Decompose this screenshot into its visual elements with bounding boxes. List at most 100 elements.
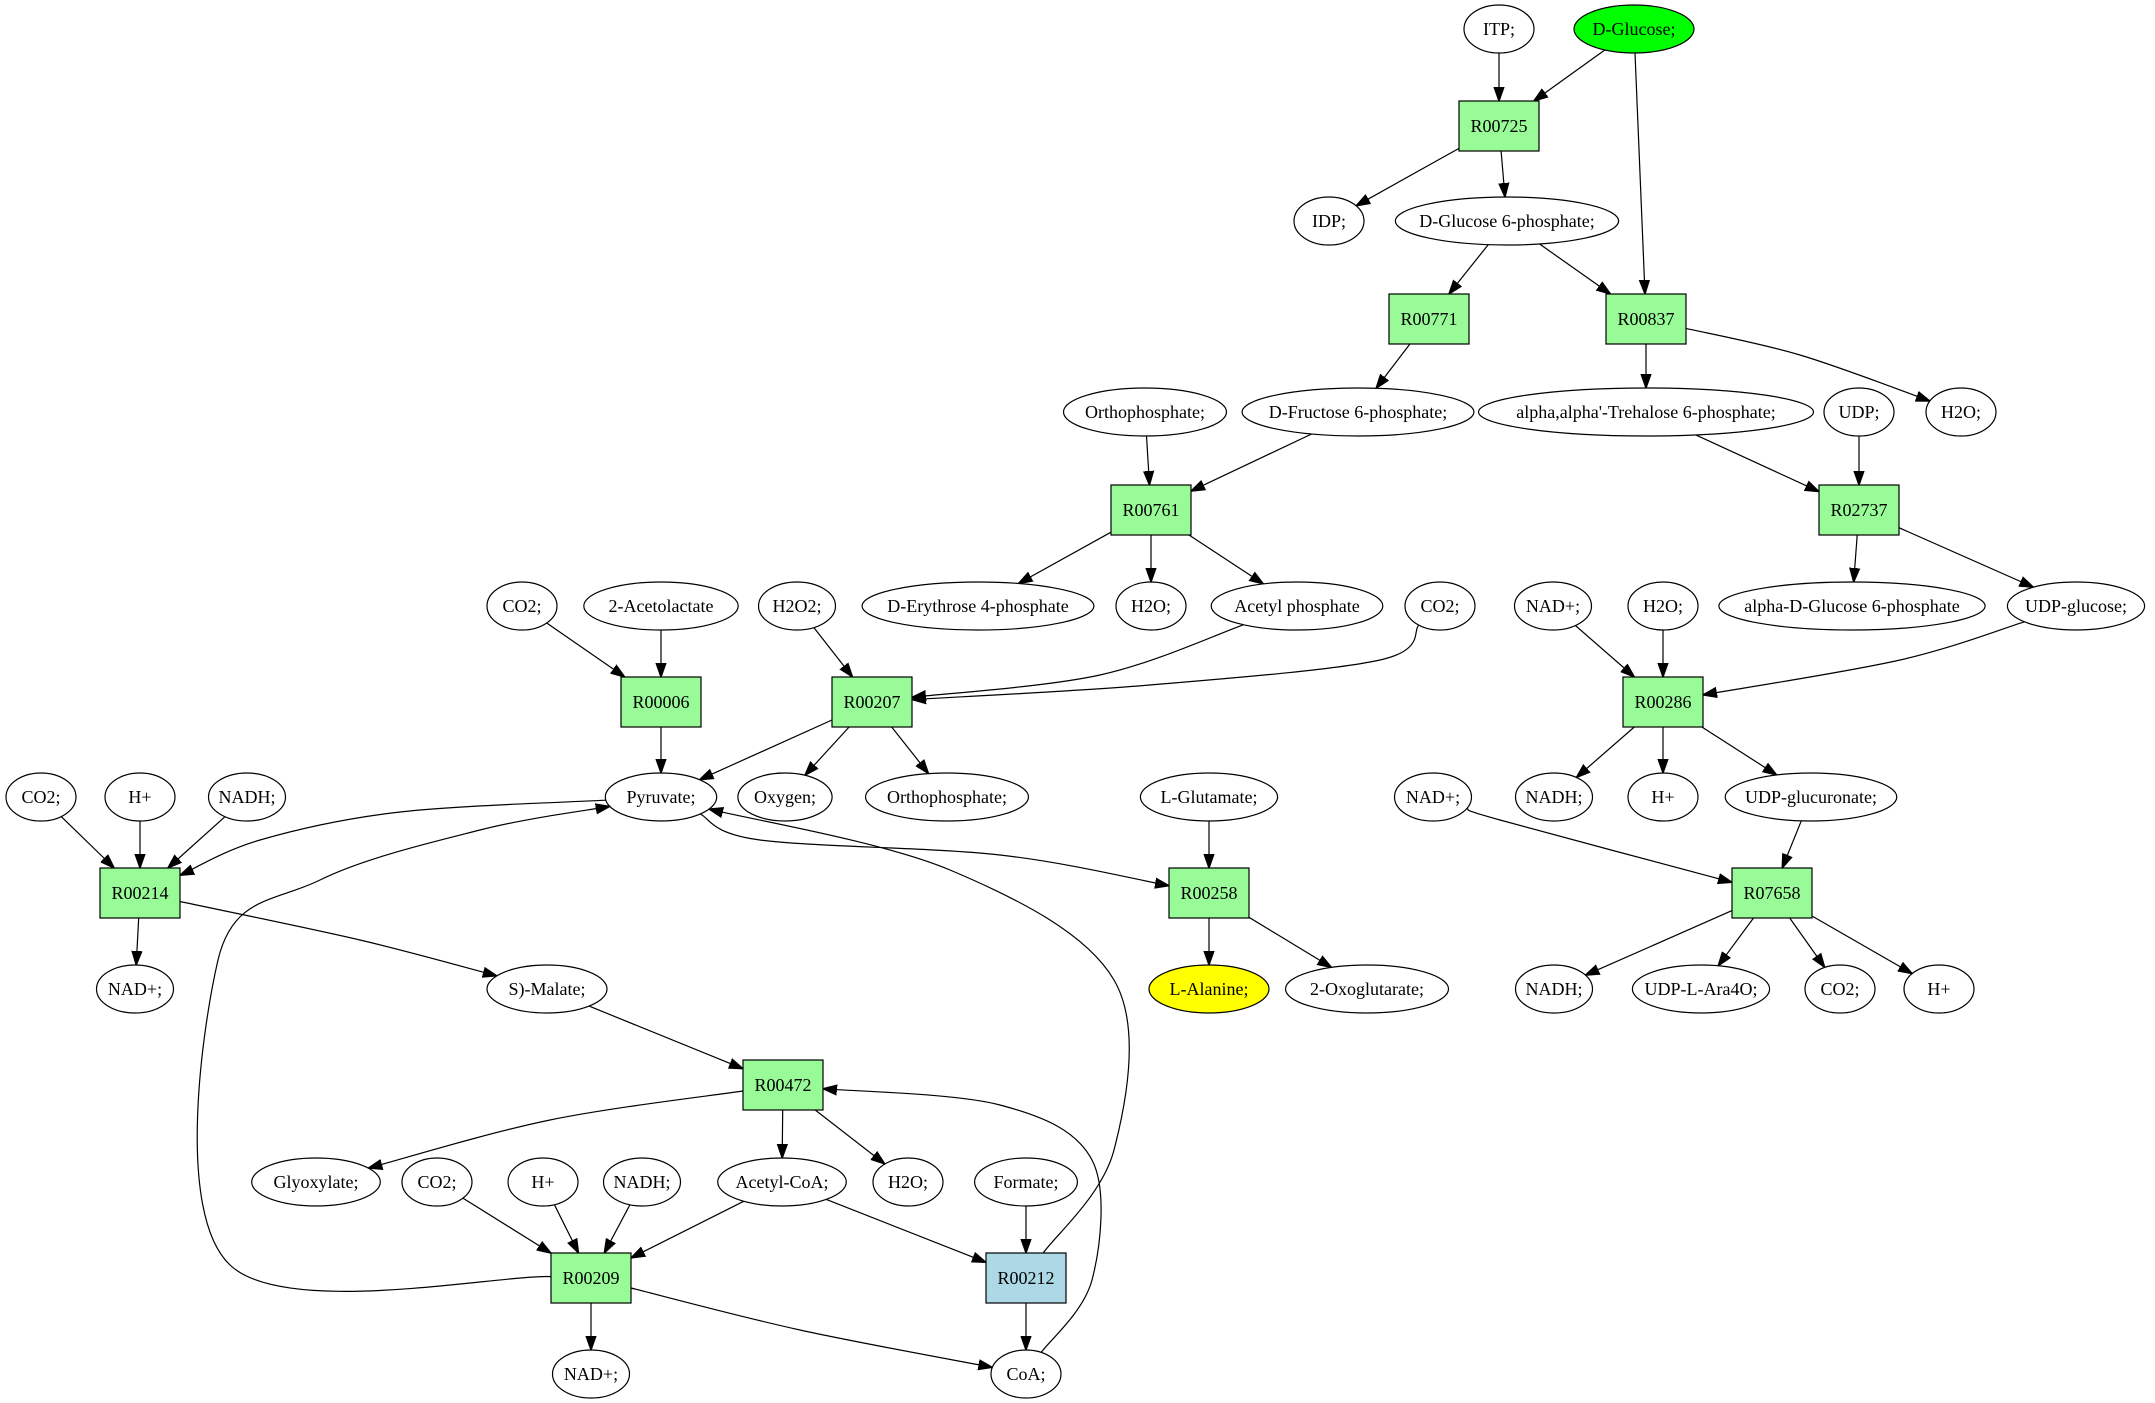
compound-node-idp[interactable]: IDP; [1293,196,1365,246]
compound-node-co2[interactable]: CO2; [1404,581,1476,631]
reaction-node-r00286[interactable]: R00286 [1622,676,1704,728]
compound-node-d-glucose[interactable]: D-Glucose; [1573,4,1695,54]
edge-s-malate-to-r00472 [588,1005,743,1069]
node-label: Orthophosphate; [887,787,1007,807]
compound-node-orthophosphate[interactable]: Orthophosphate; [864,772,1030,822]
edge-r00209-to-pyruvate [196,806,609,1292]
compound-node-co2[interactable]: CO2; [5,772,77,822]
compound-ellipse [1724,772,1898,822]
reaction-node-r00006[interactable]: R00006 [620,676,702,728]
compound-node-h[interactable]: H+ [104,772,176,822]
compound-ellipse [1148,964,1270,1014]
edge-r07658-to-udp-l-ara4o [1718,917,1754,966]
compound-ellipse [95,964,175,1014]
compound-ellipse [401,1157,473,1207]
node-label: 2-Oxoglutarate; [1310,979,1424,999]
compound-ellipse [1404,581,1476,631]
reaction-box [99,867,181,919]
reaction-node-r00214[interactable]: R00214 [99,867,181,919]
compound-node-udp[interactable]: UDP; [1823,387,1895,437]
compound-node-2-acetolactate[interactable]: 2-Acetolactate [583,581,739,631]
compound-node-nad[interactable]: NAD+; [1393,772,1473,822]
compound-ellipse [1804,964,1876,1014]
compound-ellipse [602,1157,682,1207]
edge-pyruvate-to-r00258 [699,813,1169,886]
compound-node-oxygen[interactable]: Oxygen; [737,772,833,822]
compound-node-h2o2[interactable]: H2O2; [757,581,837,631]
reaction-node-r00472[interactable]: R00472 [742,1059,824,1111]
compound-node-l-glutamate[interactable]: L-Glutamate; [1139,772,1279,822]
compound-node-l-alanine[interactable]: L-Alanine; [1148,964,1270,1014]
compound-node-h2o[interactable]: H2O; [872,1157,944,1207]
compound-node-co2[interactable]: CO2; [1804,964,1876,1014]
reaction-box [550,1252,632,1304]
reaction-node-r00837[interactable]: R00837 [1605,293,1687,345]
node-label: Formate; [994,1172,1059,1192]
reaction-box [1168,867,1250,919]
compound-ellipse [507,1157,579,1207]
compound-node-pyruvate[interactable]: Pyruvate; [604,772,718,822]
compound-node-acetyl-coa[interactable]: Acetyl-CoA; [717,1157,847,1207]
compound-node-nad[interactable]: NAD+; [95,964,175,1014]
edge-r00761-to-d-erythrose-4-phosphate [1019,531,1112,583]
compound-node-nad[interactable]: NAD+; [1513,581,1593,631]
node-label: D-Glucose 6-phosphate; [1419,211,1594,231]
node-label: CO2; [417,1172,456,1192]
compound-node-nadh[interactable]: NADH; [602,1157,682,1207]
reaction-node-r07658[interactable]: R07658 [1731,867,1813,919]
compound-node-coa[interactable]: CoA; [990,1349,1062,1399]
compound-node-s-malate[interactable]: S)-Malate; [486,964,608,1014]
compound-node-alpha-d-glucose-6-phosphate[interactable]: alpha-D-Glucose 6-phosphate [1718,581,1986,631]
compound-ellipse [861,581,1095,631]
compound-node-nadh[interactable]: NADH; [1514,772,1594,822]
compound-ellipse [1513,581,1593,631]
compound-node-d-erythrose-4-phosphate[interactable]: D-Erythrose 4-phosphate [861,581,1095,631]
node-label: R00472 [754,1075,811,1095]
node-label: H+ [1651,787,1674,807]
reaction-node-r02737[interactable]: R02737 [1818,484,1900,536]
compound-node-nad[interactable]: NAD+; [551,1349,631,1399]
reaction-node-r00761[interactable]: R00761 [1110,484,1192,536]
compound-node-orthophosphate[interactable]: Orthophosphate; [1062,387,1228,437]
node-label: NADH; [1526,787,1583,807]
compound-node-co2[interactable]: CO2; [401,1157,473,1207]
compound-node-h2o[interactable]: H2O; [1627,581,1699,631]
reaction-node-r00725[interactable]: R00725 [1458,100,1540,152]
edge-r07658-to-nadh [1585,910,1733,976]
compound-node-h[interactable]: H+ [1627,772,1699,822]
compound-node-h[interactable]: H+ [507,1157,579,1207]
compound-node-d-fructose-6-phosphate[interactable]: D-Fructose 6-phosphate; [1241,387,1475,437]
reaction-node-r00771[interactable]: R00771 [1388,293,1470,345]
compound-node-udp-glucose[interactable]: UDP-glucose; [2006,581,2146,631]
edge-udp-glucuronate-to-r07658 [1782,820,1802,868]
compound-node-udp-glucuronate[interactable]: UDP-glucuronate; [1724,772,1898,822]
reaction-node-r00207[interactable]: R00207 [831,676,913,728]
edge-r00761-to-acetyl-phosphate [1188,534,1263,584]
compound-node-h2o[interactable]: H2O; [1115,581,1187,631]
compound-node-formate[interactable]: Formate; [973,1157,1078,1207]
compound-node-udp-l-ara4o[interactable]: UDP-L-Ara4O; [1631,964,1771,1014]
reaction-node-r00212[interactable]: R00212 [985,1252,1067,1304]
compound-ellipse [1394,196,1620,246]
node-label: IDP; [1312,211,1346,231]
compound-node-d-glucose-6-phosphate[interactable]: D-Glucose 6-phosphate; [1394,196,1620,246]
compound-node-co2[interactable]: CO2; [486,581,558,631]
node-label: alpha-D-Glucose 6-phosphate [1744,596,1959,616]
reaction-node-r00258[interactable]: R00258 [1168,867,1250,919]
node-label: R00771 [1400,309,1457,329]
edge-acetyl-coa-to-r00209 [631,1200,744,1258]
compound-ellipse [864,772,1030,822]
compound-ellipse [1627,581,1699,631]
compound-node-h[interactable]: H+ [1903,964,1975,1014]
compound-node-itp[interactable]: ITP; [1463,4,1535,54]
compound-node-nadh[interactable]: NADH; [207,772,287,822]
compound-node-acetyl-phosphate[interactable]: Acetyl phosphate [1210,581,1384,631]
reaction-node-r00209[interactable]: R00209 [550,1252,632,1304]
compound-ellipse [551,1349,631,1399]
compound-node-alpha-alpha-trehalose-6-phosphate[interactable]: alpha,alpha'-Trehalose 6-phosphate; [1477,387,1815,437]
compound-node-h2o[interactable]: H2O; [1925,387,1997,437]
compound-node-2-oxoglutarate[interactable]: 2-Oxoglutarate; [1284,964,1450,1014]
compound-node-nadh[interactable]: NADH; [1514,964,1594,1014]
compound-node-glyoxylate[interactable]: Glyoxylate; [251,1157,381,1207]
edge-udp-glucose-to-r00286 [1703,621,2025,695]
